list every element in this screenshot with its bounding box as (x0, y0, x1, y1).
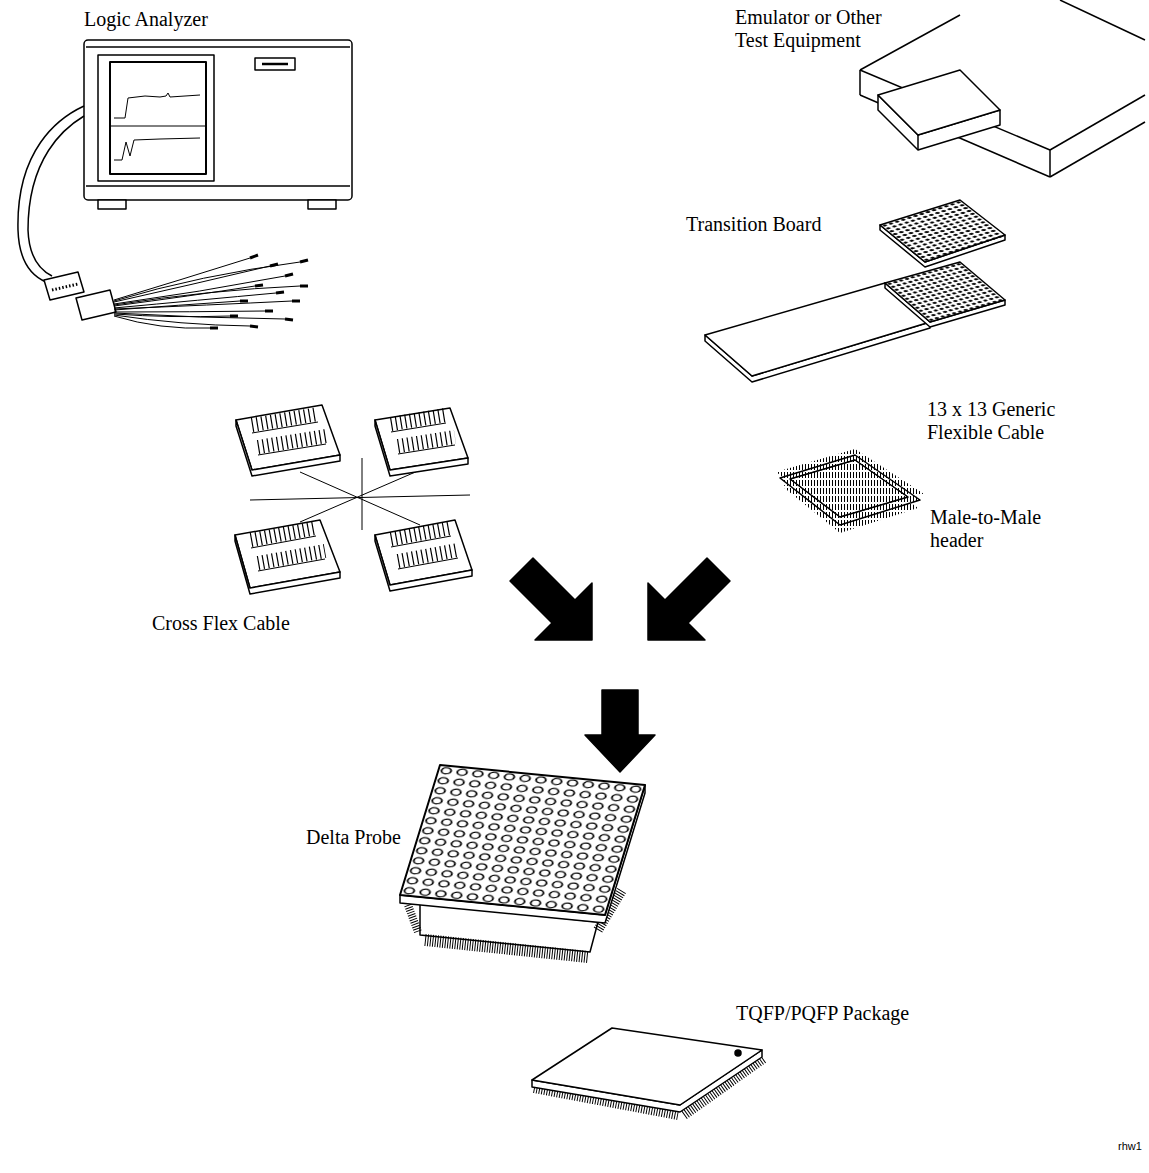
emulator-edge (1050, 122, 1145, 177)
flex-trace (300, 470, 420, 522)
part-label: Cross Flex Cable (152, 612, 290, 635)
emulator-edge (1050, 95, 1145, 150)
big-arrow (648, 558, 730, 640)
cable-pad-grid (885, 262, 1005, 322)
cable-connector (44, 272, 84, 300)
flex-trace (250, 495, 470, 500)
emulator-edge (1060, 0, 1145, 40)
emulator-pod-edge (917, 135, 919, 150)
part-label: Transition Board (686, 213, 821, 236)
screen (110, 62, 206, 174)
emulator-illustration (860, 0, 1145, 177)
part-label: TQFP/PQFP Package (736, 1002, 909, 1025)
analyzer-band (86, 185, 350, 187)
cable (28, 116, 84, 276)
emulator-edge (1049, 150, 1051, 177)
cable (18, 106, 84, 282)
logic-analyzer-illustration (84, 40, 352, 209)
big-arrow (510, 558, 592, 640)
flex-pad-edge (375, 420, 468, 476)
part-label: Emulator or Other Test Equipment (735, 6, 907, 52)
flex-pad-edge (235, 535, 340, 594)
waveform (114, 138, 200, 160)
header-pins (251, 414, 458, 563)
analyzer-body (84, 40, 352, 200)
cross-flex-cable (235, 405, 472, 594)
screen-divider (110, 126, 206, 127)
emulator-edge (860, 70, 1050, 150)
pin-grids (400, 200, 1005, 915)
tqfp-package (532, 1028, 764, 1115)
part-label: 13 x 13 Generic Flexible Cable (927, 398, 1077, 444)
waveform (114, 93, 200, 118)
pod-connector (76, 290, 116, 320)
flex-pad-edge (375, 535, 472, 591)
analyzer-foot (308, 200, 336, 209)
part-label: Logic Analyzer (84, 8, 208, 31)
pin-strips (251, 422, 458, 571)
lead-tips (210, 255, 308, 328)
board-pad-grid (880, 200, 1005, 262)
big-arrow (585, 690, 655, 772)
floppy-slot (262, 63, 288, 66)
emulator-edge (859, 70, 861, 95)
flex-pad-edge (236, 420, 340, 476)
delta-probe (400, 765, 645, 957)
figure-code: rhw1 (1118, 1140, 1142, 1153)
analyzer-bevel (86, 46, 350, 48)
connector-ribs (52, 284, 78, 290)
flow-arrows (510, 558, 730, 772)
transition-board (880, 200, 1005, 267)
floppy-drive (255, 58, 295, 70)
generic-flexible-cable (705, 262, 1005, 382)
emulator-pod (878, 70, 1000, 135)
flying-leads (114, 258, 300, 328)
screen-bezel (98, 55, 214, 181)
probe-pad-grid (400, 765, 645, 915)
male-to-male-header (776, 449, 924, 533)
analyzer-foot (98, 200, 126, 209)
probe-cable (18, 106, 308, 328)
flex-trace (362, 458, 363, 530)
part-label: Delta Probe (306, 826, 401, 849)
part-label: Male-to-Male header (930, 506, 1055, 552)
